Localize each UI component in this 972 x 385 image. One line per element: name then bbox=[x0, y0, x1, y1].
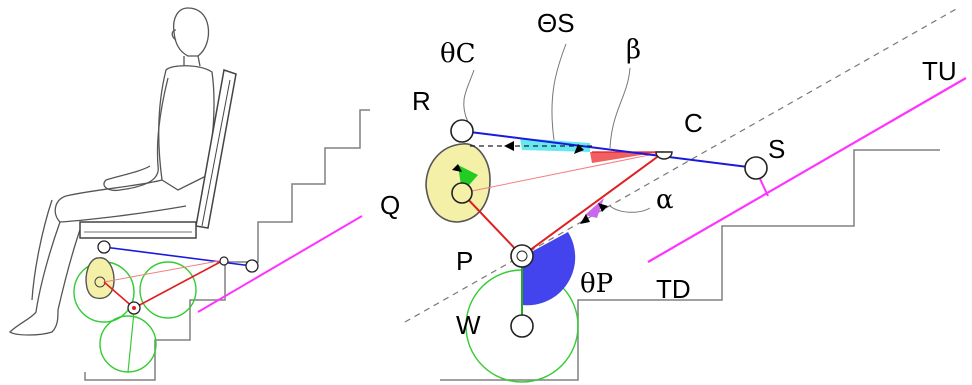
label-beta: β bbox=[626, 35, 641, 65]
joint-W bbox=[510, 314, 534, 338]
chair-back bbox=[195, 69, 237, 229]
beta-angle bbox=[590, 152, 660, 163]
theta-p-angle bbox=[522, 232, 576, 306]
label-Q: Q bbox=[380, 190, 400, 220]
right-link-blue bbox=[461, 130, 757, 169]
label-P: P bbox=[456, 246, 473, 276]
label-theta-p: θP bbox=[580, 269, 613, 299]
incline-reference-line bbox=[404, 7, 959, 323]
label-theta-c: θC bbox=[440, 39, 476, 69]
left-wheel-right bbox=[139, 261, 197, 319]
joint-R bbox=[450, 119, 474, 143]
right-stairs bbox=[440, 149, 940, 381]
label-W: W bbox=[456, 310, 481, 340]
alpha-angle bbox=[585, 198, 604, 218]
detail-figure: θC ΘS β R C S Q P W α θP TU TD bbox=[380, 7, 967, 383]
label-T-D: TD bbox=[656, 274, 691, 304]
label-C: C bbox=[684, 108, 703, 138]
label-R: R bbox=[412, 86, 431, 116]
overview-figure bbox=[8, 7, 370, 381]
label-T-U: TU bbox=[922, 56, 957, 86]
chair-seat bbox=[79, 221, 197, 239]
joint-Q bbox=[451, 182, 473, 204]
left-rail bbox=[197, 215, 363, 313]
joint-P bbox=[510, 244, 534, 268]
label-S: S bbox=[768, 134, 785, 164]
label-alpha: α bbox=[656, 185, 674, 215]
right-rail bbox=[647, 77, 967, 263]
left-stairs bbox=[84, 109, 370, 381]
left-wheel-lower bbox=[99, 315, 157, 373]
right-cam bbox=[425, 143, 491, 223]
label-theta-s: ΘS bbox=[537, 8, 575, 38]
joint-C bbox=[655, 151, 673, 160]
joint-S bbox=[744, 156, 768, 180]
